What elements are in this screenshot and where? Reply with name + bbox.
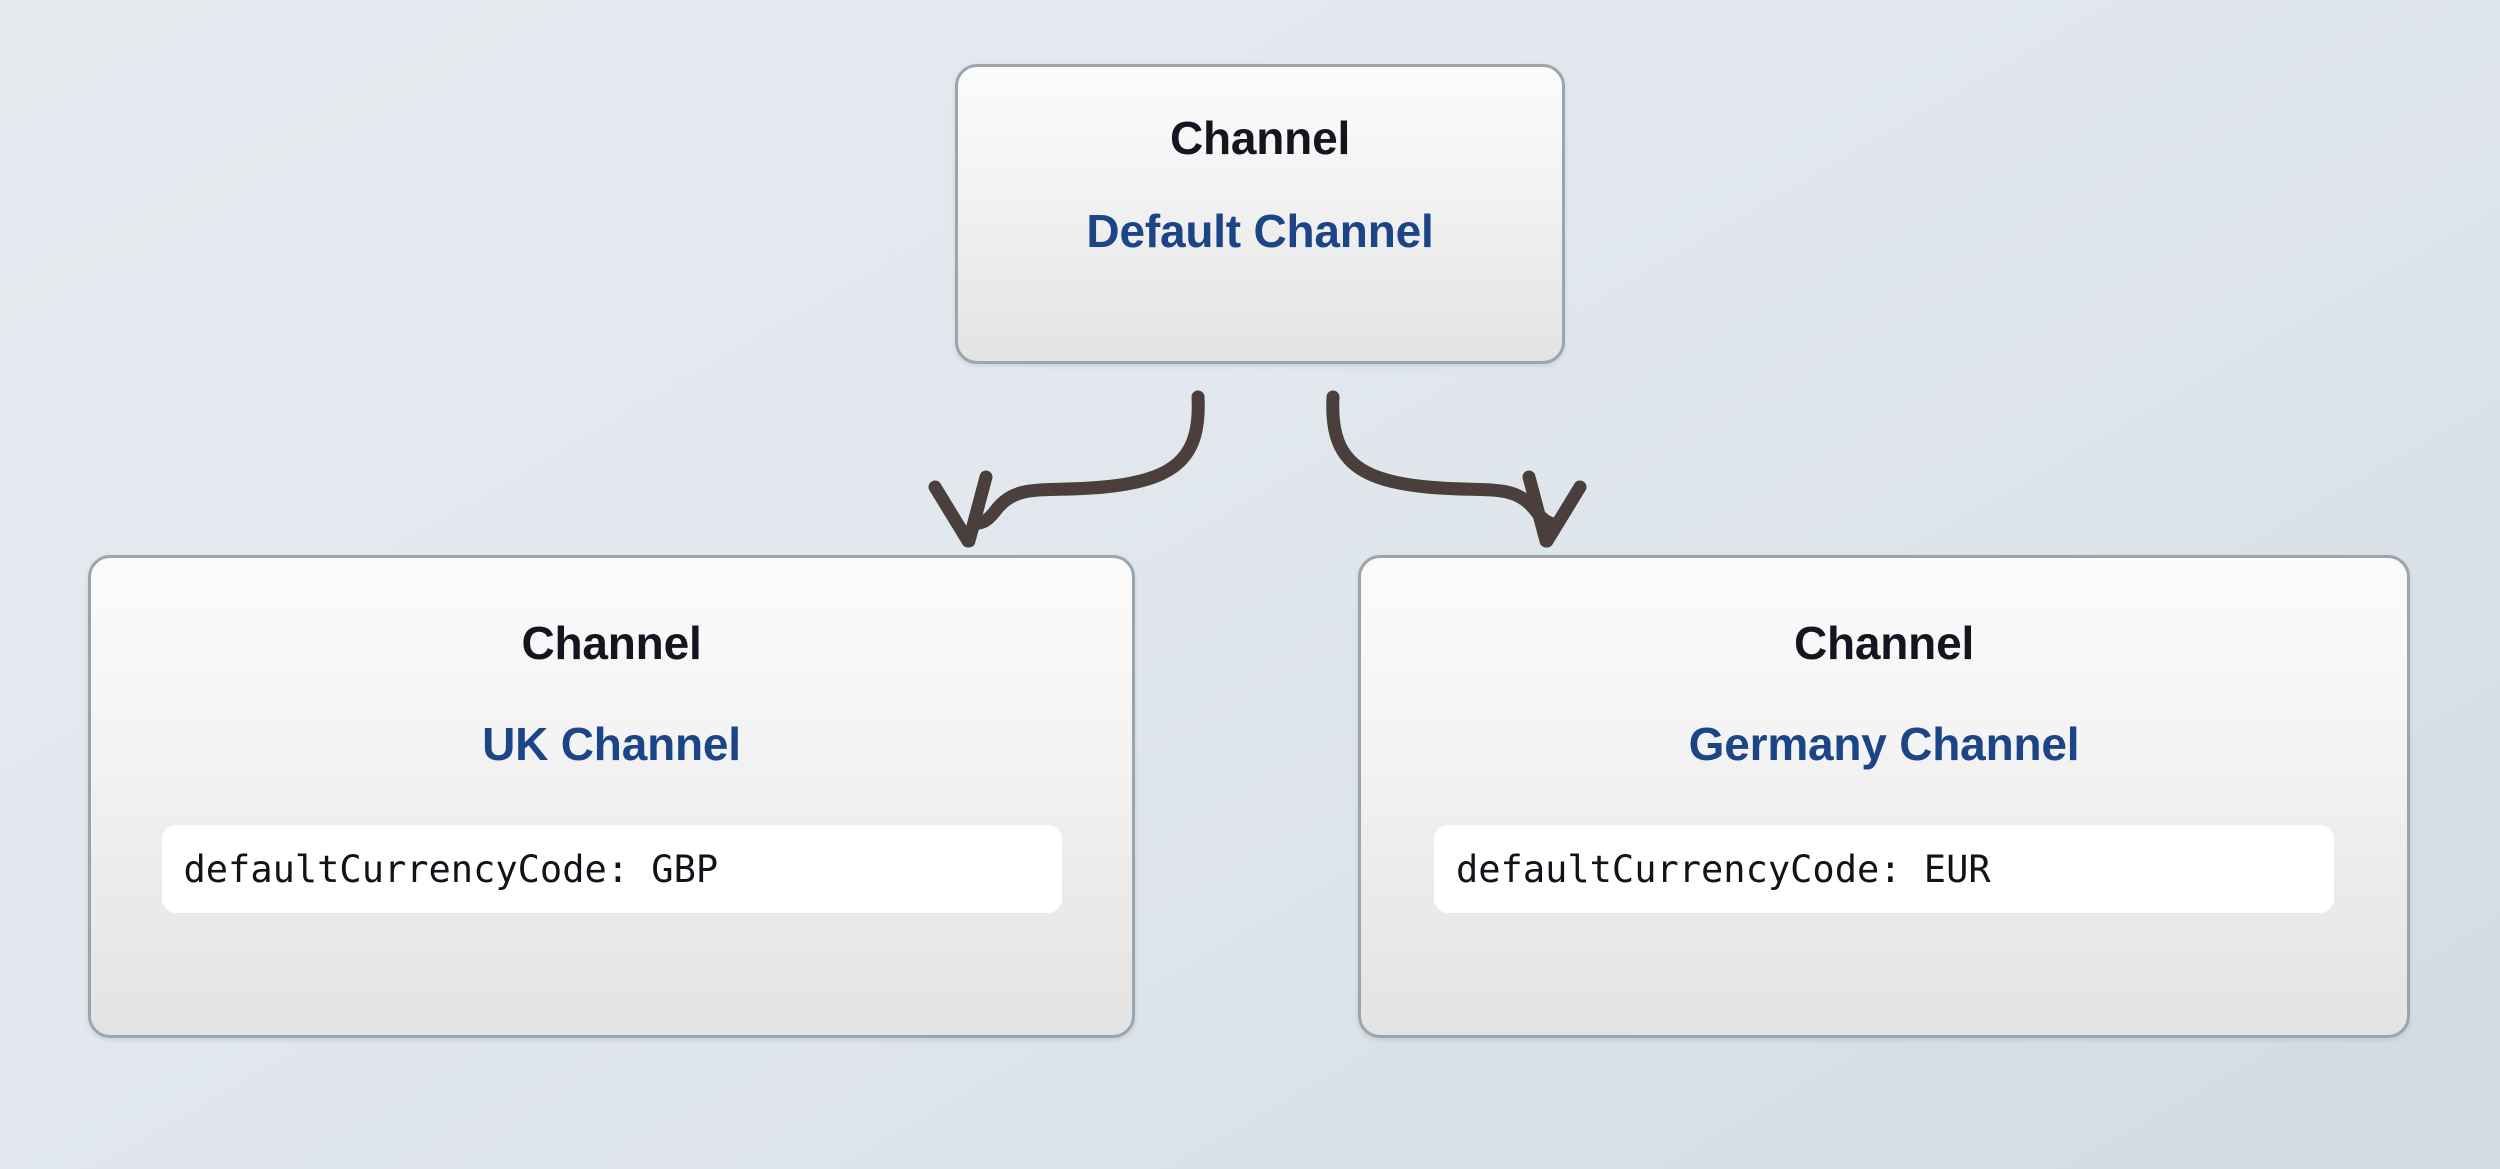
- arrowhead-germany-left: [1522, 470, 1553, 548]
- node-uk-channel[interactable]: Channel UK Channel defaultCurrencyCode: …: [88, 555, 1135, 1038]
- node-name-label: Germany Channel: [1688, 717, 2080, 770]
- edge-root-to-germany-visible: [1326, 390, 1558, 547]
- node-type-label: Channel: [521, 617, 702, 669]
- node-properties: defaultCurrencyCode: EUR: [1361, 825, 2407, 914]
- node-type-label: Channel: [1169, 112, 1351, 164]
- node-name-label: Default Channel: [1086, 204, 1434, 257]
- edge-root-to-uk-visible: [961, 390, 1205, 547]
- node-properties: defaultCurrencyCode: GBP: [91, 825, 1132, 914]
- arrowhead-uk-left: [928, 480, 975, 548]
- node-default-channel[interactable]: Channel Default Channel: [955, 64, 1565, 364]
- node-type-label: Channel: [1793, 617, 1975, 669]
- property-default-currency-code: defaultCurrencyCode: EUR: [1434, 825, 2334, 914]
- arrowhead-germany-right: [1540, 480, 1587, 548]
- node-germany-channel[interactable]: Channel Germany Channel defaultCurrencyC…: [1358, 555, 2410, 1038]
- arrowhead-uk: [962, 470, 993, 548]
- node-name-label: UK Channel: [482, 717, 741, 770]
- property-default-currency-code: defaultCurrencyCode: GBP: [161, 825, 1062, 914]
